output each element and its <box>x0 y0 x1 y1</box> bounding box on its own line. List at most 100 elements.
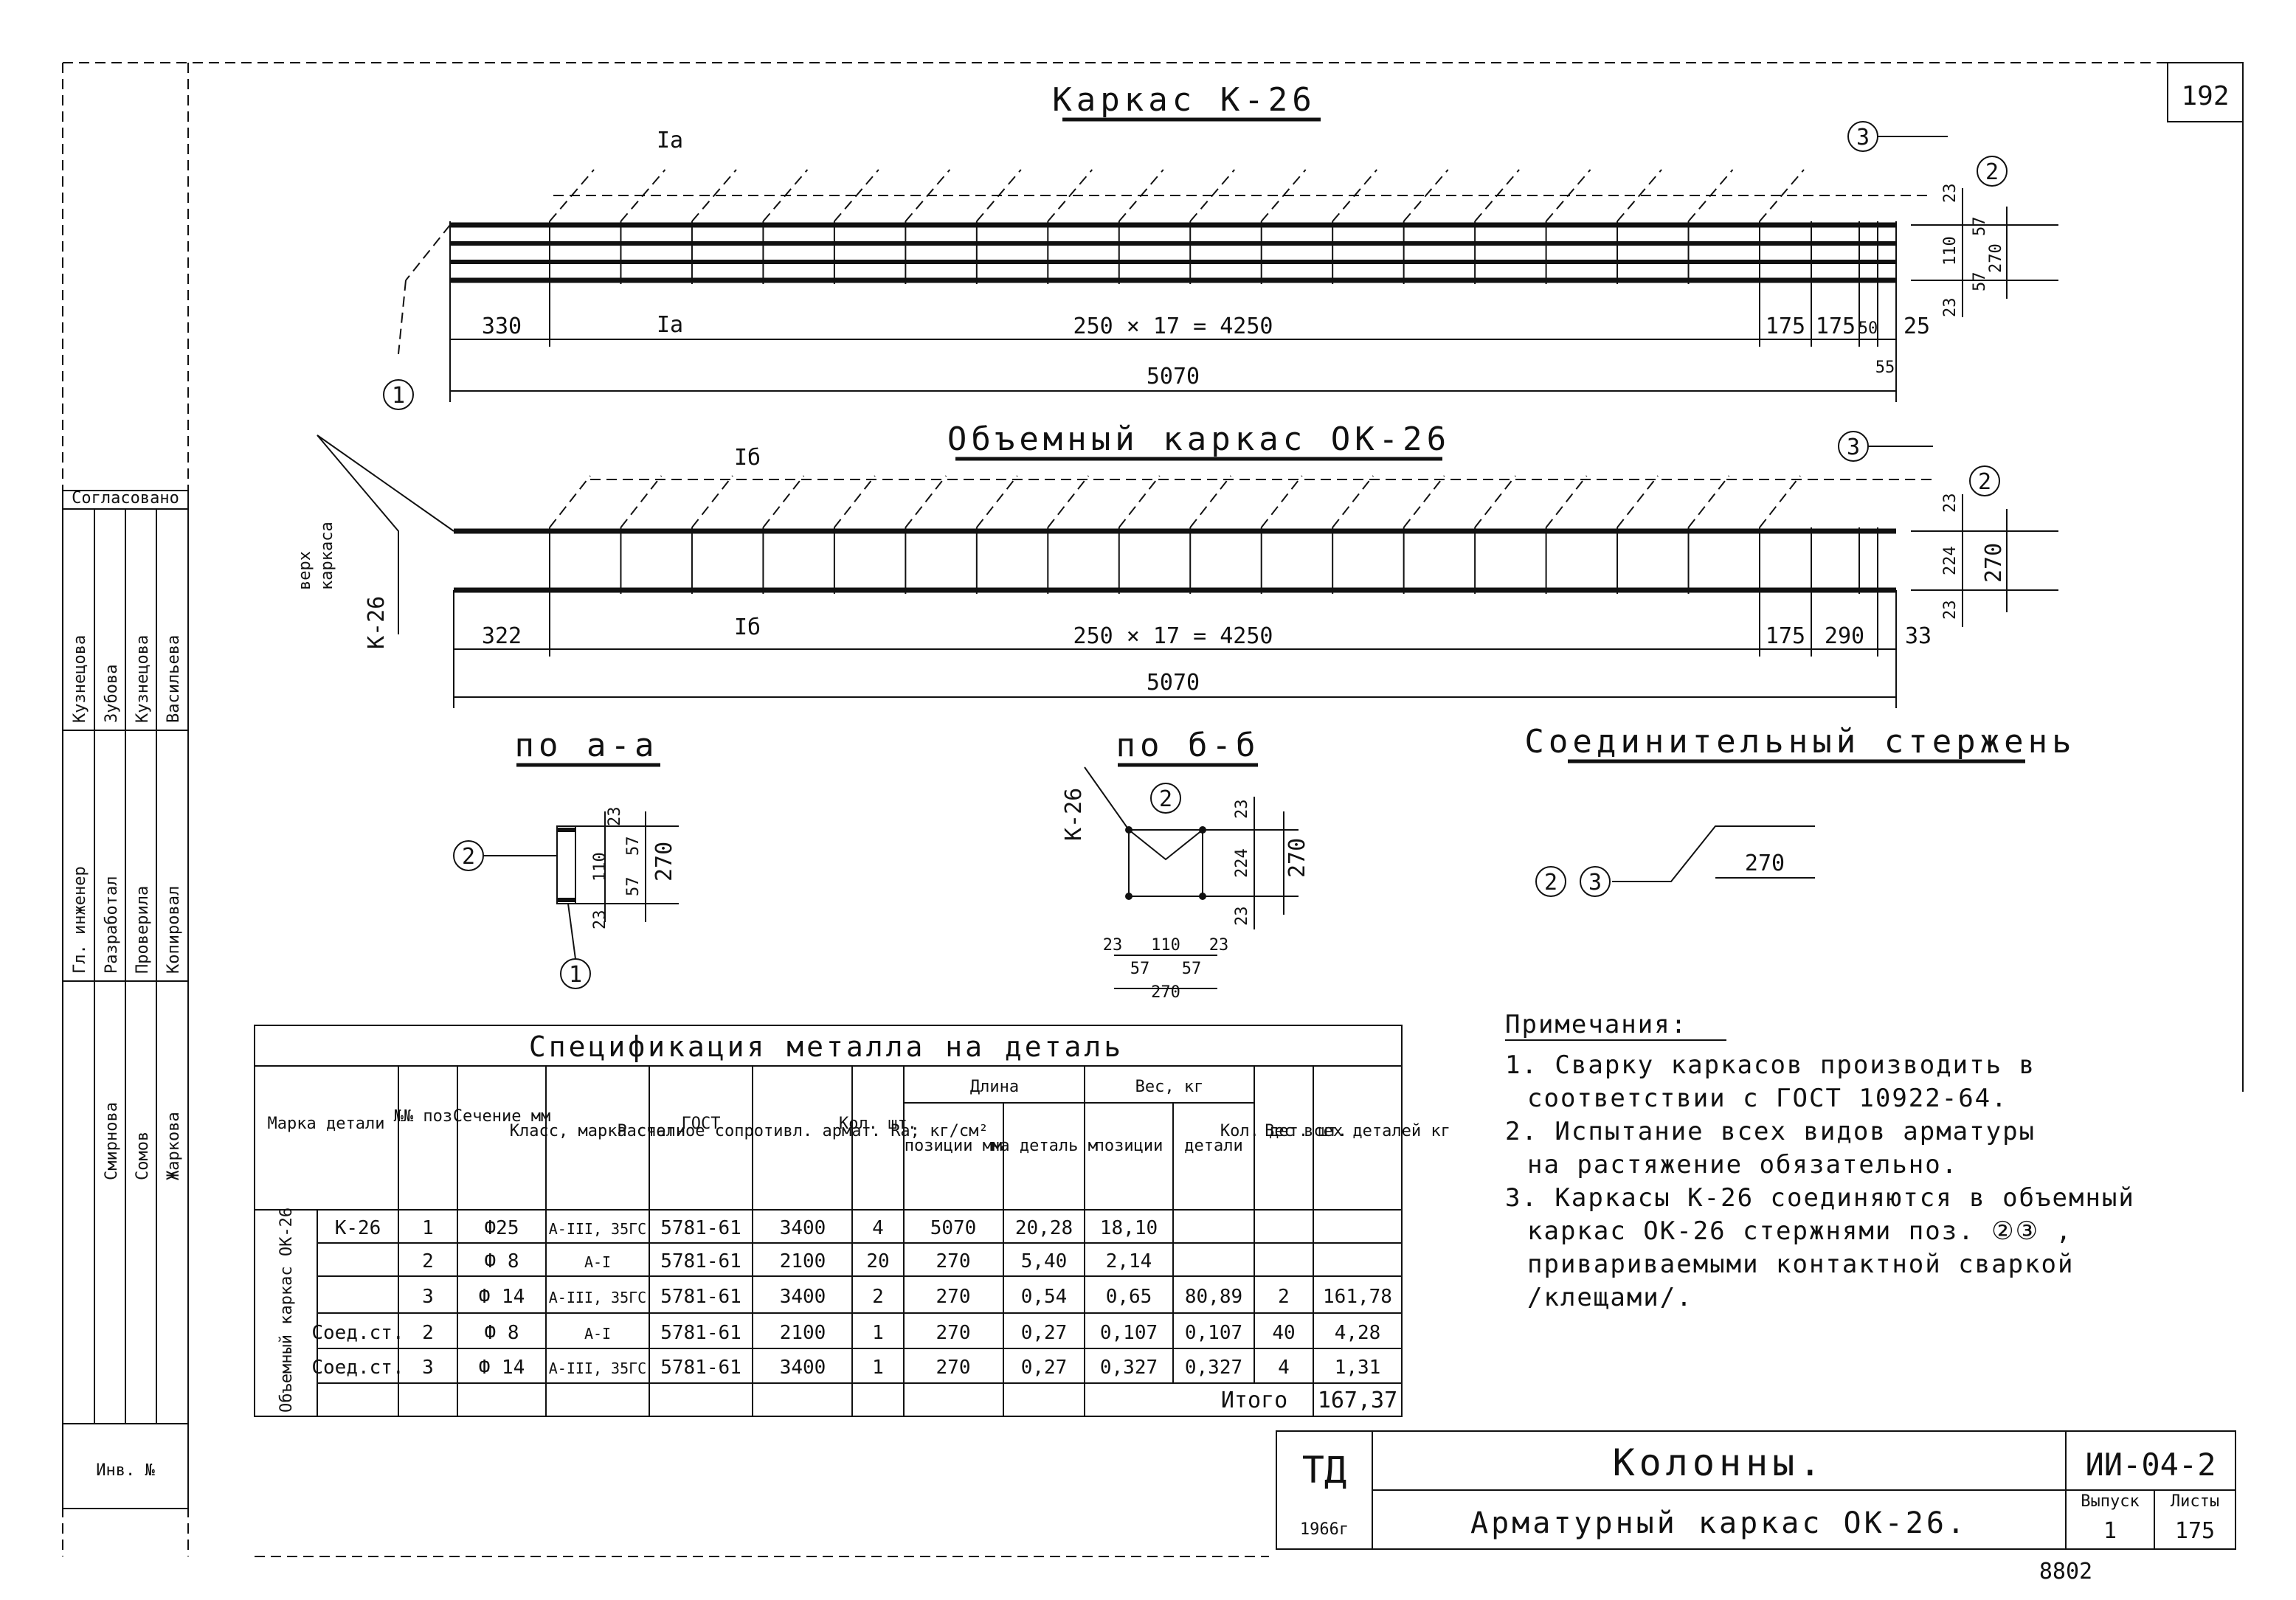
view2-callout-3: 3 <box>1847 434 1860 460</box>
spec-cell-wp: 0,327 <box>1100 1357 1158 1379</box>
view2-dim-r23b: 23 <box>1941 600 1960 620</box>
stamp-issue: 1 <box>2103 1518 2117 1544</box>
spec-cell-res: 2100 <box>780 1250 826 1272</box>
section-aa: по а-а 23 110 57 57 23 270 2 1 <box>453 727 679 989</box>
view-frame-ok26: Объемный каркас ОК-26 Iб Iб верх каркаса… <box>296 420 2058 708</box>
notes-title: Примечания: <box>1505 1010 1687 1039</box>
spec-cell-wp: 2,14 <box>1106 1250 1152 1272</box>
spec-h-w-all: Вес всех деталей кг <box>1265 1122 1450 1140</box>
stirrup-perspective <box>549 475 591 528</box>
spec-cell-section: Ф 14 <box>479 1286 525 1308</box>
view2-dim-r224: 224 <box>1941 546 1960 575</box>
stirrup-perspective <box>691 169 737 222</box>
spec-cell-ld: 5,40 <box>1021 1250 1068 1272</box>
view1-dim-175a: 175 <box>1766 314 1805 339</box>
stirrups-ok26 <box>549 475 1878 594</box>
strip-name-a2: Зубова <box>103 665 121 723</box>
aa-dim-270: 270 <box>651 842 677 882</box>
spec-h-len-det: на деталь м <box>990 1137 1098 1155</box>
spec-table: Спецификация металла на деталь Марка дет… <box>254 1025 1450 1417</box>
section-aa-title: по а-а <box>515 727 659 764</box>
spec-cell-pos: 3 <box>422 1357 434 1379</box>
note-line-4: на растяжение обязательно. <box>1527 1150 1958 1180</box>
view2-side-mark: К-26 <box>364 596 390 649</box>
footer-note: 8802 <box>2039 1559 2092 1585</box>
stirrup-perspective <box>1332 169 1377 222</box>
spec-cell-dq: 40 <box>1272 1322 1295 1344</box>
stirrup-perspective <box>1118 169 1164 222</box>
spec-cell-qty: 1 <box>872 1322 884 1344</box>
aa-dim-57a: 57 <box>624 837 643 856</box>
stirrup-perspective <box>976 475 1018 528</box>
bb-dim-57a: 57 <box>1130 960 1150 978</box>
stirrup-perspective <box>1332 475 1374 528</box>
spec-cell-cls: А-I <box>584 1325 611 1343</box>
bb-dim-270: 270 <box>1284 838 1310 878</box>
stamp-title: Колонны. <box>1613 1441 1826 1484</box>
stamp-org: ТД <box>1302 1449 1346 1492</box>
note-line-8: /клещами/. <box>1527 1283 1693 1312</box>
view2-title: Объемный каркас ОК-26 <box>947 420 1450 458</box>
spec-h-gost: ГОСТ <box>682 1115 721 1133</box>
strip-name-a1: Кузнецова <box>71 635 89 723</box>
stirrup-perspective <box>1759 169 1805 222</box>
notes: Примечания: 1. Сварку каркасов производи… <box>1505 1010 2134 1312</box>
spec-total-label: Итого <box>1221 1388 1287 1413</box>
connector-bar: Соединительный стержень 270 2 3 <box>1524 723 2072 897</box>
spec-cell-pos: 2 <box>422 1250 434 1272</box>
spec-cell-ld: 0,54 <box>1021 1286 1068 1308</box>
spec-cell-pos: 3 <box>422 1286 434 1308</box>
stirrup-perspective <box>905 475 947 528</box>
view2-dim-4250: 250 × 17 = 4250 <box>1073 623 1273 649</box>
bb-mark: К-26 <box>1061 788 1087 841</box>
stamp-year: 1966г <box>1300 1520 1349 1539</box>
spec-cell-mark: К-26 <box>335 1217 381 1239</box>
stamp-subtitle: Арматурный каркас ОК-26. <box>1470 1506 1968 1540</box>
spec-cell-qty: 1 <box>872 1357 884 1379</box>
strip-role-4: Копировал <box>165 886 183 974</box>
spec-cell-gost: 5781-61 <box>660 1286 741 1308</box>
spec-cell-cls: А-III, 35ГС <box>549 1220 646 1238</box>
spec-cell-section: Ф 8 <box>485 1250 519 1272</box>
stirrup-perspective <box>1260 475 1303 528</box>
view-frame-k26: Каркас К-26 Iа Iа 330 250 × 17 = 4250 17… <box>383 81 2058 410</box>
view2-side-top: верх <box>296 551 314 590</box>
aa-callout-1: 1 <box>569 962 582 988</box>
view1-dim-25: 25 <box>1903 314 1930 339</box>
view1-callout-1: 1 <box>392 383 405 409</box>
spec-cell-wp: 18,10 <box>1100 1217 1158 1239</box>
stirrup-perspective <box>1047 169 1093 222</box>
spec-cell-lp: 5070 <box>930 1217 977 1239</box>
view1-dim-50: 50 <box>1858 319 1878 338</box>
stirrup-perspective <box>1474 475 1516 528</box>
stirrup-perspective <box>1403 475 1445 528</box>
spec-cell-ld: 0,27 <box>1021 1357 1068 1379</box>
spec-cell-dq: 2 <box>1278 1286 1290 1308</box>
spec-cell-qty: 20 <box>866 1250 889 1272</box>
bb-dim-23b: 23 <box>1233 907 1251 927</box>
spec-h-mark: Марка детали <box>268 1115 385 1133</box>
bb-dim-23d: 23 <box>1209 936 1229 955</box>
note-line-6: каркас ОК-26 стержнями поз. ②③ , <box>1527 1216 2072 1246</box>
spec-h-length: Длина <box>970 1078 1019 1096</box>
stirrup-perspective <box>1759 475 1801 528</box>
spec-cell-gost: 5781-61 <box>660 1250 741 1272</box>
stirrup-perspective <box>1260 169 1307 222</box>
stamp-sheet-label: Листы <box>2171 1492 2219 1511</box>
bb-dim-57b: 57 <box>1182 960 1202 978</box>
strip-role-3: Проверила <box>134 886 152 974</box>
view1-dim-r270: 270 <box>1987 243 2005 273</box>
bb-dim-270b: 270 <box>1151 983 1180 1002</box>
stirrup-perspective <box>834 475 876 528</box>
stirrup-perspective <box>1474 169 1520 222</box>
view2-dim-r270: 270 <box>1981 543 2007 583</box>
section-bb-title: по б-б <box>1116 727 1260 764</box>
spec-h-pos: №№ поз. <box>393 1107 463 1126</box>
spec-cell-gost: 5781-61 <box>660 1357 741 1379</box>
spec-cell-cls: А-I <box>584 1253 611 1271</box>
stirrup-perspective <box>1616 475 1659 528</box>
spec-cell-gost: 5781-61 <box>660 1322 741 1344</box>
spec-cell-ld: 0,27 <box>1021 1322 1068 1344</box>
stirrup-perspective <box>762 169 809 222</box>
